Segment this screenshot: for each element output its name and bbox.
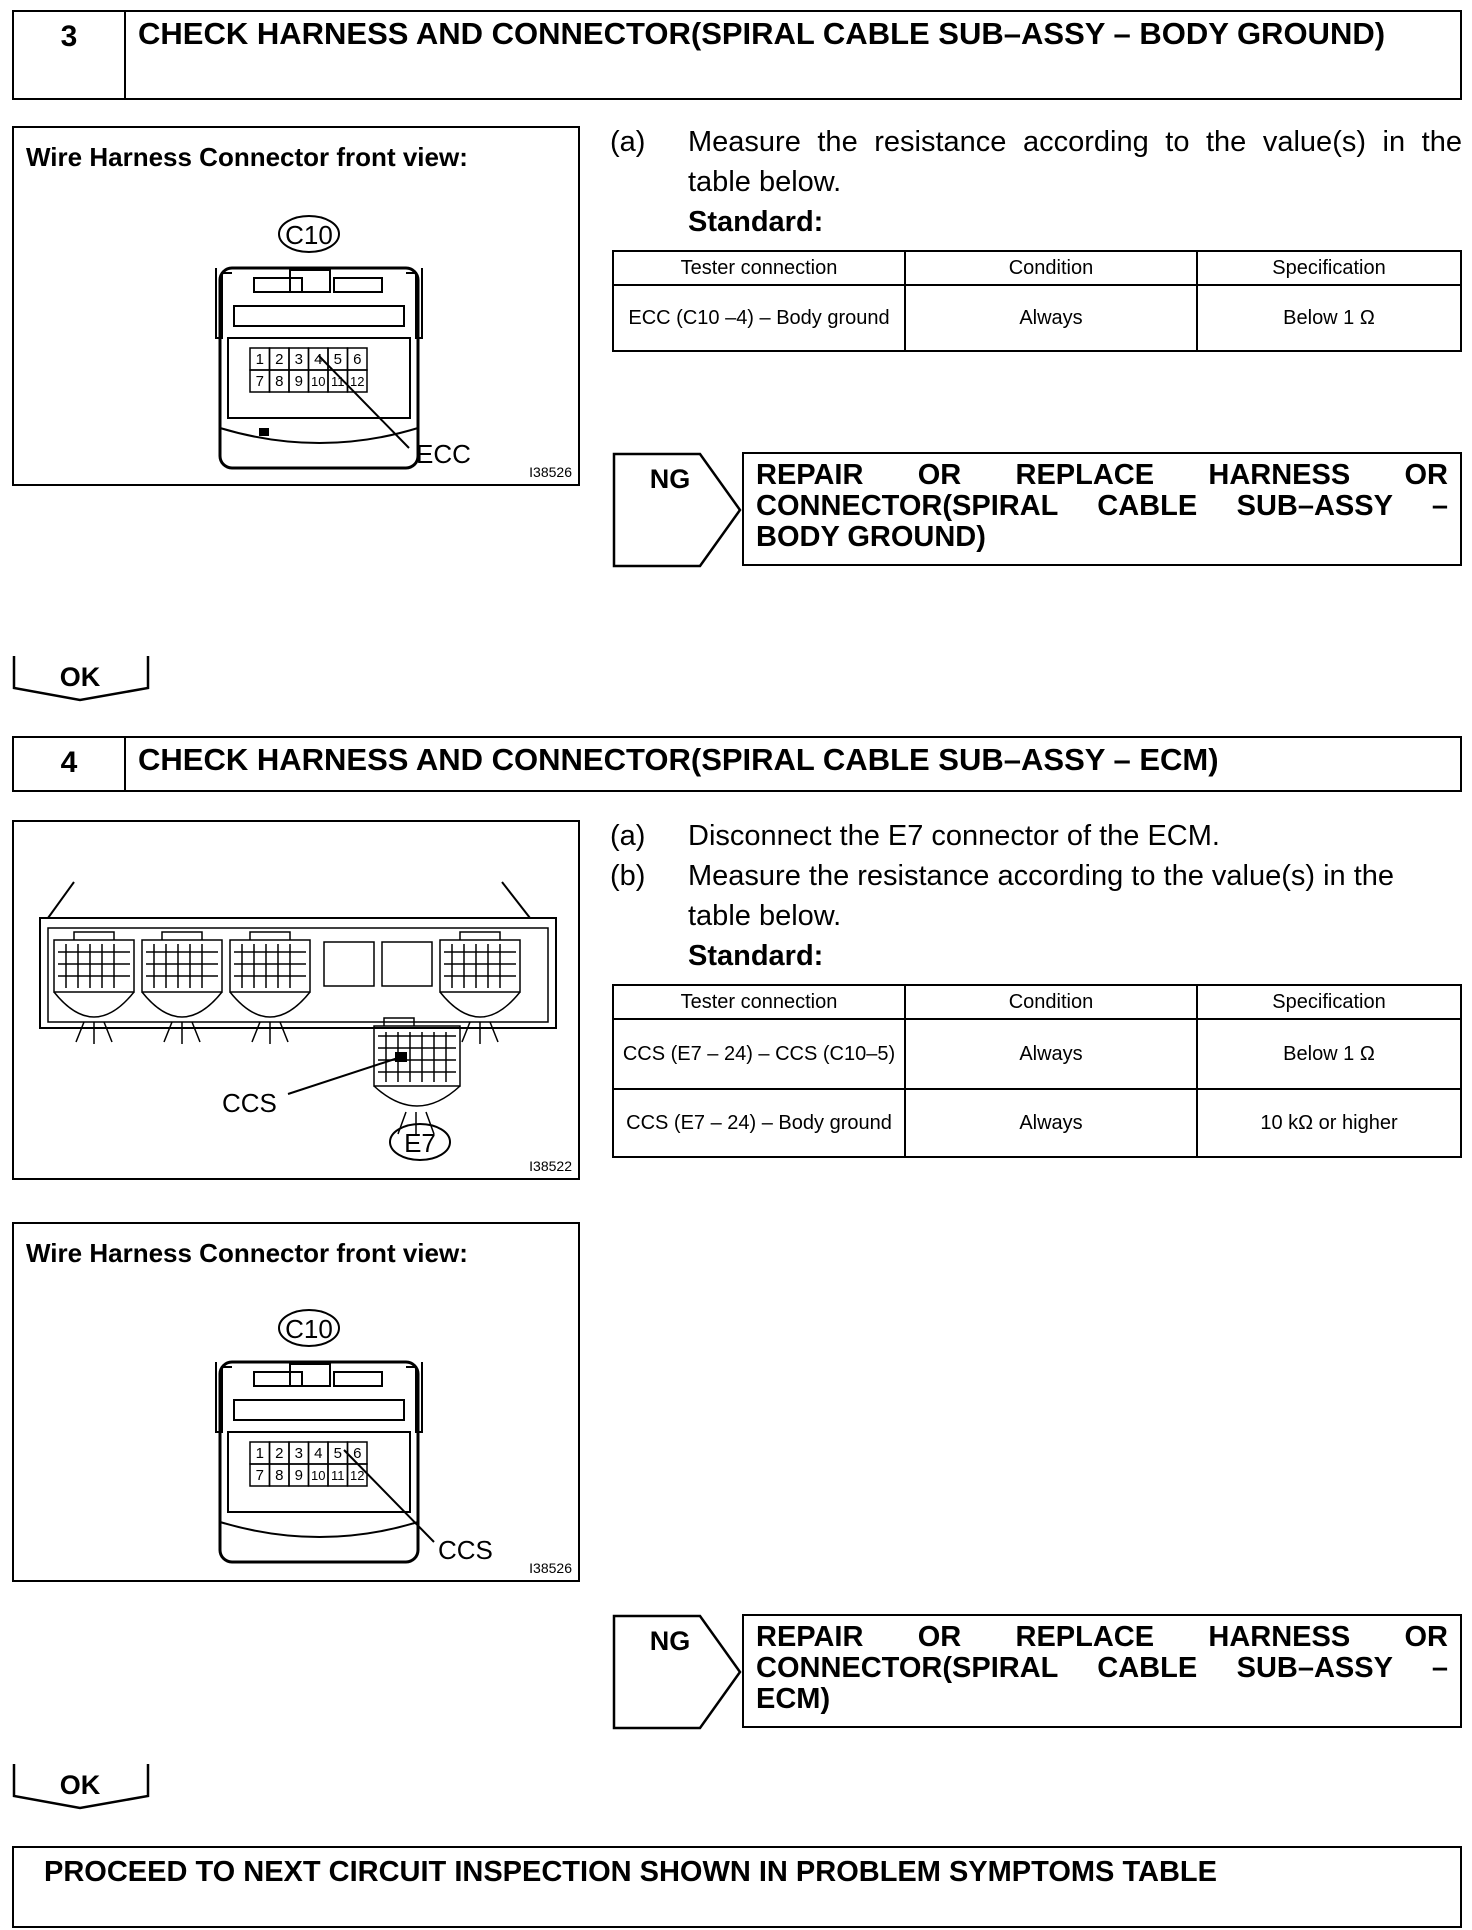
step4-instructions: (a) Disconnect the E7 connector of the E… (610, 816, 1462, 976)
instruction-b: (b) Measure the resistance according to … (610, 860, 1395, 932)
pin-label: 12 (350, 1468, 364, 1483)
pin-label: 10 (311, 374, 325, 389)
pin-label: 3 (295, 351, 303, 368)
step3-ok-arrow: OK (12, 656, 150, 702)
figure-title: Wire Harness Connector front view: (26, 1238, 468, 1268)
pin-label: 7 (256, 1467, 264, 1484)
pin-label: 11 (331, 1468, 345, 1483)
connector-label: C10 (285, 220, 333, 250)
figure-code: I38526 (529, 1560, 572, 1576)
ccs-callout: CCS (438, 1535, 493, 1565)
table-header-row: Tester connection Condition Specificatio… (612, 984, 1462, 1020)
figure-code: I38526 (529, 464, 572, 480)
pin-label: 5 (334, 351, 342, 368)
pin-label: 10 (311, 1468, 325, 1483)
ecm-figure: CCS E7 I38522 (12, 820, 580, 1180)
step3-title: CHECK HARNESS AND CONNECTOR(SPIRAL CABLE… (138, 16, 1386, 51)
step4-number: 4 (14, 738, 126, 790)
ok-label: OK (60, 662, 101, 692)
pin-label: 6 (353, 1445, 361, 1462)
table-header-row: Tester connection Condition Specificatio… (612, 250, 1462, 286)
table-row: CCS (E7 – 24) – CCS (C10–5) Always Below… (612, 1018, 1462, 1090)
ng-label: NG (650, 1626, 691, 1656)
pin-label: 8 (275, 1467, 283, 1484)
pin-label: 2 (275, 351, 283, 368)
pin-label: 12 (350, 374, 364, 389)
ccs-callout: CCS (222, 1088, 277, 1118)
pin-label: 1 (256, 1445, 264, 1462)
ecc-callout: ECC (416, 439, 471, 469)
pin-label: 5 (334, 1445, 342, 1462)
pin-label: 9 (295, 1467, 303, 1484)
step3-header: 3 CHECK HARNESS AND CONNECTOR(SPIRAL CAB… (12, 10, 1462, 100)
connector-label: C10 (285, 1314, 333, 1344)
pin-label: 2 (275, 1445, 283, 1462)
final-instruction: PROCEED TO NEXT CIRCUIT INSPECTION SHOWN… (12, 1846, 1462, 1928)
step4-connector-figure: Wire Harness Connector front view: C10 1… (12, 1222, 580, 1582)
instruction-a: (a) Disconnect the E7 connector of the E… (610, 820, 1220, 852)
step4-title: CHECK HARNESS AND CONNECTOR(SPIRAL CABLE… (138, 742, 1219, 777)
pin-label: 9 (295, 373, 303, 390)
step4-ng-action: REPAIR OR REPLACE HARNESS OR CONNECTOR(S… (742, 1614, 1462, 1728)
ng-label: NG (650, 464, 691, 494)
ok-label: OK (60, 1770, 101, 1800)
table-row: ECC (C10 –4) – Body ground Always Below … (612, 284, 1462, 352)
figure-title: Wire Harness Connector front view: (26, 142, 468, 172)
table-row: CCS (E7 – 24) – Body ground Always 10 kΩ… (612, 1088, 1462, 1158)
step4-spec-table: Tester connection Condition Specificatio… (612, 984, 1462, 1158)
figure-code: I38522 (529, 1158, 572, 1174)
e7-connector-label: E7 (404, 1128, 436, 1158)
pin-label: 1 (256, 351, 264, 368)
step3-connector-figure: Wire Harness Connector front view: C10 1… (12, 126, 580, 486)
pin-label: 4 (314, 1445, 322, 1462)
step3-number: 3 (14, 12, 126, 98)
standard-label: Standard: (688, 940, 824, 972)
pin-label: 3 (295, 1445, 303, 1462)
step4-header: 4 CHECK HARNESS AND CONNECTOR(SPIRAL CAB… (12, 736, 1462, 792)
pin-label: 4 (314, 351, 322, 368)
standard-label: Standard: (688, 206, 824, 238)
pin-label: 7 (256, 373, 264, 390)
step3-instructions: (a) Measure the resistance according to … (610, 122, 1462, 242)
ecm-drawing: CCS E7 (39, 881, 557, 1161)
pin-label: 8 (275, 373, 283, 390)
step3-spec-table: Tester connection Condition Specificatio… (612, 250, 1462, 352)
step3-ng-action: REPAIR OR REPLACE HARNESS OR CONNECTOR(S… (742, 452, 1462, 566)
step3-ng-arrow: NG (612, 452, 742, 568)
instruction-a: (a) Measure the resistance according to … (610, 126, 1462, 198)
step4-ok-arrow: OK (12, 1764, 150, 1810)
pin-cell (346, 369, 368, 393)
pin-label: 6 (353, 351, 361, 368)
step4-ng-arrow: NG (612, 1614, 742, 1730)
